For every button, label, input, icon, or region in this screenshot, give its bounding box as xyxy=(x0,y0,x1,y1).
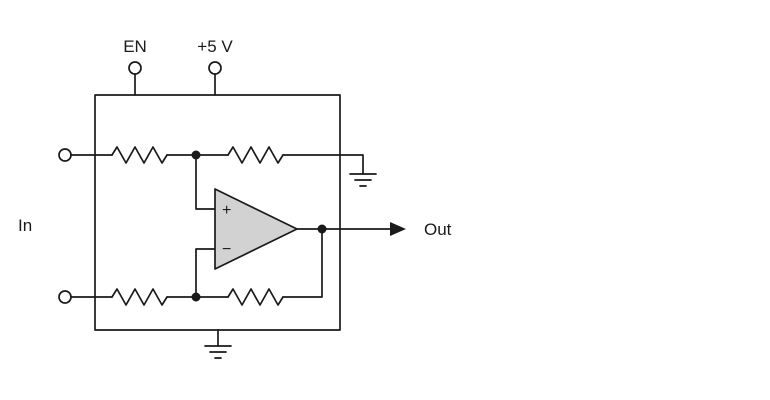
ground-symbol-right xyxy=(349,173,377,187)
opamp-minus-label: − xyxy=(222,241,231,258)
feedback-wire xyxy=(282,228,323,298)
resistor-bottom-left xyxy=(111,288,168,306)
resistor-top-left xyxy=(111,146,168,164)
supply-label: +5 V xyxy=(197,37,233,56)
junction-dot-bottom xyxy=(191,292,201,302)
inverting-input-wire xyxy=(195,248,216,298)
en-label: EN xyxy=(123,37,147,56)
supply-terminal xyxy=(208,61,222,75)
input-label: In xyxy=(18,216,32,235)
opamp-plus-label: + xyxy=(222,202,231,219)
opamp-triangle xyxy=(214,188,298,270)
junction-dot-output xyxy=(317,224,327,234)
input-bottom-terminal xyxy=(58,290,72,304)
ground-symbol-bottom xyxy=(204,345,232,359)
wire-to-right-ground xyxy=(282,154,364,175)
wire-layer xyxy=(58,61,393,359)
resistor-bottom-right xyxy=(227,288,284,306)
noninverting-input-wire xyxy=(195,154,216,210)
junction-dot-top xyxy=(191,150,201,160)
input-top-terminal xyxy=(58,148,72,162)
output-label: Out xyxy=(424,220,452,239)
output-arrowhead-icon xyxy=(390,222,406,236)
en-terminal xyxy=(128,61,142,75)
resistor-top-right xyxy=(227,146,284,164)
